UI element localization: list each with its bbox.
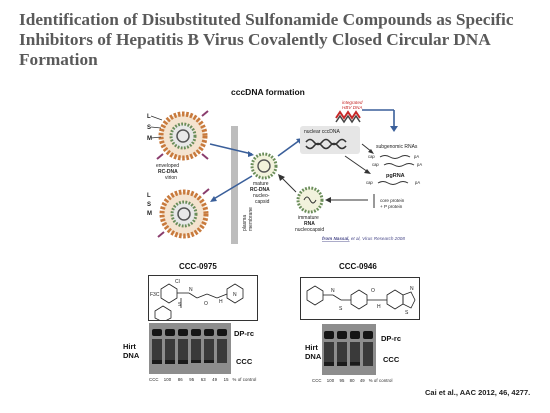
diagram-caption: cccDNA formation — [231, 87, 305, 97]
lane-value-0946-2: 95 — [339, 378, 345, 383]
plasma-membrane — [231, 126, 238, 244]
lane-value-0975-6: 15 — [223, 377, 229, 382]
core-protein-label: core protein+ P protein — [380, 198, 405, 209]
structure-0975: Cl F3C N H S O N — [148, 275, 258, 323]
structure-0946-o: O — [371, 288, 375, 294]
nuclear-cccdna-label: nuclear cccDNA — [304, 129, 341, 135]
lane-value-0946-3: 80 — [349, 378, 355, 383]
lane-value-0975-3: 95 — [189, 377, 195, 382]
compound-title-0975: CCC-0975 — [179, 262, 217, 271]
dna-word-0975: DNA — [123, 351, 140, 360]
ccc-label-0975: CCC — [236, 357, 253, 366]
dna-word-0946: DNA — [305, 352, 322, 361]
compound-title-0946: CCC-0946 — [339, 262, 377, 271]
lane-value-0975-1: 100 — [163, 377, 172, 382]
gel-bands-0946 — [322, 324, 376, 375]
chemical-structure-0975: Cl F3C N H S O N — [150, 279, 244, 323]
dp-rc-label-0946: DP-rc — [381, 334, 402, 343]
diagram-source: from Nassal, et al, Virus Research 2008 — [322, 236, 405, 241]
title-line-2: Inhibitors of Hepatitis B Virus Covalent… — [19, 30, 491, 49]
enveloped-virion-bottom — [157, 188, 210, 239]
svg-text:S: S — [178, 302, 182, 308]
structure-0975-h: H — [219, 299, 223, 305]
lane-value-0946-1: 100 — [326, 378, 335, 383]
virion-label-s: S — [147, 125, 151, 131]
svg-text:N: N — [410, 286, 414, 292]
paper-title: Identification of Disubstituted Sulfonam… — [19, 10, 539, 70]
lane-axis-0946: CCC 100 95 80 49 % of control — [312, 378, 393, 383]
lane-value-0975-5: 49 — [212, 377, 218, 382]
hirt-word-0946: Hirt — [305, 343, 318, 352]
svg-text:S: S — [339, 306, 343, 312]
lane-axis-0975: CCC 100 86 95 63 49 15 % of control — [149, 377, 256, 382]
chemical-structure-0946: N H O S S N — [306, 285, 416, 316]
pgrna-label: pgRNA — [386, 173, 405, 179]
immature-capsid — [296, 186, 324, 214]
lane-unit-0975: % of control — [232, 377, 257, 382]
hirt-dna-label-0975: Hirt DNA — [123, 342, 139, 360]
hirt-word-0975: Hirt — [123, 342, 136, 351]
virion-label-l: L — [147, 114, 151, 120]
svg-text:membrane: membrane — [248, 207, 254, 231]
hirt-gel-0946 — [322, 324, 376, 375]
structure-0946-n: N — [331, 288, 335, 294]
title-line-1: Identification of Disubstituted Sulfonam… — [19, 10, 514, 29]
structure-0975-cf3: F3C — [150, 292, 160, 298]
structure-0975-n: N — [189, 287, 193, 293]
hirt-gel-0975 — [149, 323, 231, 374]
structure-0946: N H O S S N — [300, 277, 420, 320]
gel-bands-0975 — [149, 323, 231, 374]
lane-value-0946-4: 49 — [359, 378, 365, 383]
lane-ccc-0946: CCC — [312, 378, 322, 383]
lane-value-0975-2: 86 — [177, 377, 183, 382]
virion-bottom-label-l: L — [147, 193, 151, 199]
lane-ccc-0975: CCC — [149, 377, 159, 382]
title-line-3: Formation — [19, 50, 98, 69]
hirt-dna-label-0946: Hirt DNA — [305, 343, 321, 361]
dp-rc-label-0975: DP-rc — [234, 329, 255, 338]
mature-capsid — [250, 152, 278, 180]
citation: Cai et al., AAC 2012, 46, 4277. — [425, 388, 531, 397]
ccc-label-0946: CCC — [383, 355, 400, 364]
svg-text:O: O — [204, 301, 208, 307]
lane-value-0975-4: 63 — [200, 377, 206, 382]
structure-0946-s: S — [405, 310, 409, 316]
plasma-membrane-label: plasma — [242, 215, 248, 231]
virion-label-m: M — [147, 136, 152, 142]
structure-0975-cl: Cl — [175, 279, 180, 285]
virion-bottom-label-m: M — [147, 211, 152, 217]
enveloped-virion-top — [156, 110, 209, 161]
lane-unit-0946: % of control — [368, 378, 393, 383]
virion-bottom-label-s: S — [147, 202, 151, 208]
structure-0946-h: H — [377, 304, 381, 310]
subgenomic-rnas-label: subgenomic RNAs — [376, 144, 418, 150]
svg-text:N: N — [233, 292, 237, 298]
